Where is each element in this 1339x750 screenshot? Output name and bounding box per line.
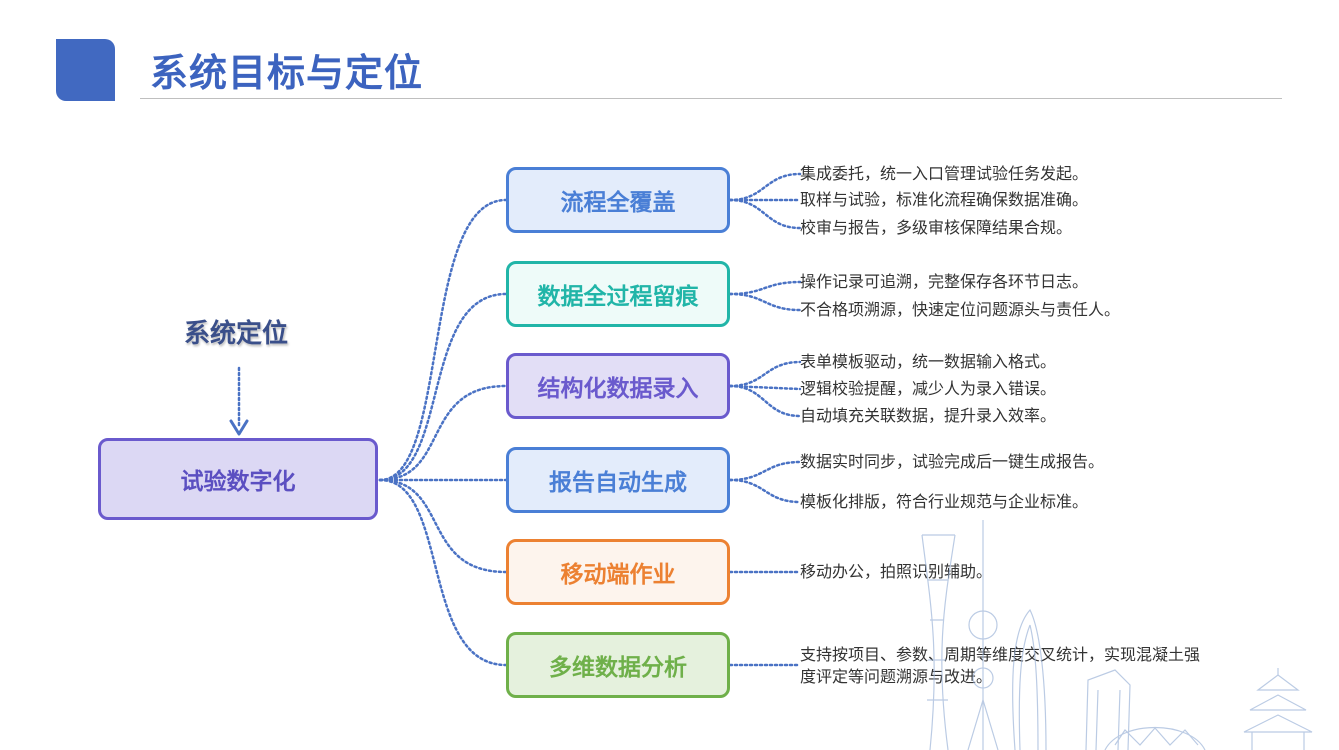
goal-detail: 表单模板驱动，统一数据输入格式。 — [800, 352, 1057, 371]
title-divider — [140, 98, 1282, 99]
goal-label: 数据全过程留痕 — [537, 284, 699, 310]
connector-goal3-detail-3 — [728, 384, 802, 418]
goal-label: 结构化数据录入 — [537, 376, 699, 402]
goal-label: 流程全覆盖 — [560, 190, 676, 216]
connector-goal1-detail-3 — [728, 198, 802, 230]
goal-detail: 取样与试验，标准化流程确保数据准确。 — [800, 190, 1089, 209]
goal-detail: 自动填充关联数据，提升录入效率。 — [800, 406, 1057, 425]
connector-root-goal-2 — [378, 292, 508, 482]
root-node: 试验数字化 — [98, 438, 378, 520]
connector-root-goal-3 — [378, 384, 508, 482]
city-skyline-illustration — [921, 520, 1313, 750]
goal-node-auto-report: 报告自动生成 — [506, 447, 730, 513]
connector-root-goal-6 — [378, 478, 508, 667]
goal-detail: 数据实时同步，试验完成后一键生成报告。 — [800, 452, 1105, 471]
goal-detail: 模板化排版，符合行业规范与企业标准。 — [800, 492, 1089, 511]
page-title: 系统目标与定位 — [150, 51, 424, 95]
goal-node-data-traceability: 数据全过程留痕 — [506, 261, 730, 327]
connector-goal4-detail-1 — [728, 460, 802, 482]
goal-detail: 操作记录可追溯，完整保存各环节日志。 — [800, 272, 1089, 291]
goal-label: 多维数据分析 — [549, 655, 687, 681]
goal-node-data-analysis: 多维数据分析 — [506, 632, 730, 698]
goal-detail: 逻辑校验提醒，减少人为录入错误。 — [800, 379, 1057, 398]
title-accent-block — [56, 39, 115, 101]
connector-goal3-detail-1 — [728, 360, 802, 388]
connector-goal4-detail-2 — [728, 478, 802, 504]
connector-root-goal-1 — [378, 198, 508, 482]
goal-detail: 校审与报告，多级审核保障结果合规。 — [800, 218, 1073, 237]
connector-goal2-detail-1 — [728, 280, 802, 296]
goal-detail: 集成委托，统一入口管理试验任务发起。 — [800, 164, 1089, 183]
root-label: 试验数字化 — [180, 469, 296, 495]
goal-detail: 支持按项目、参数、周期等维度交叉统计，实现混凝土强度评定等问题溯源与改进。 — [800, 645, 1201, 686]
goal-label: 移动端作业 — [560, 562, 676, 588]
goal-node-mobile-work: 移动端作业 — [506, 539, 730, 605]
goal-label: 报告自动生成 — [549, 470, 687, 496]
goal-detail: 移动办公，拍照识别辅助。 — [800, 562, 993, 581]
positioning-arrow-head — [229, 419, 249, 436]
connector-goal1-detail-1 — [728, 172, 802, 202]
connector-root-goal-5 — [378, 478, 508, 574]
goal-node-structured-entry: 结构化数据录入 — [506, 353, 730, 419]
goal-node-process-coverage: 流程全覆盖 — [506, 167, 730, 233]
goal-detail: 不合格项溯源，快速定位问题源头与责任人。 — [800, 300, 1121, 319]
positioning-label: 系统定位 — [184, 319, 289, 349]
connector-goal2-detail-2 — [728, 292, 802, 312]
